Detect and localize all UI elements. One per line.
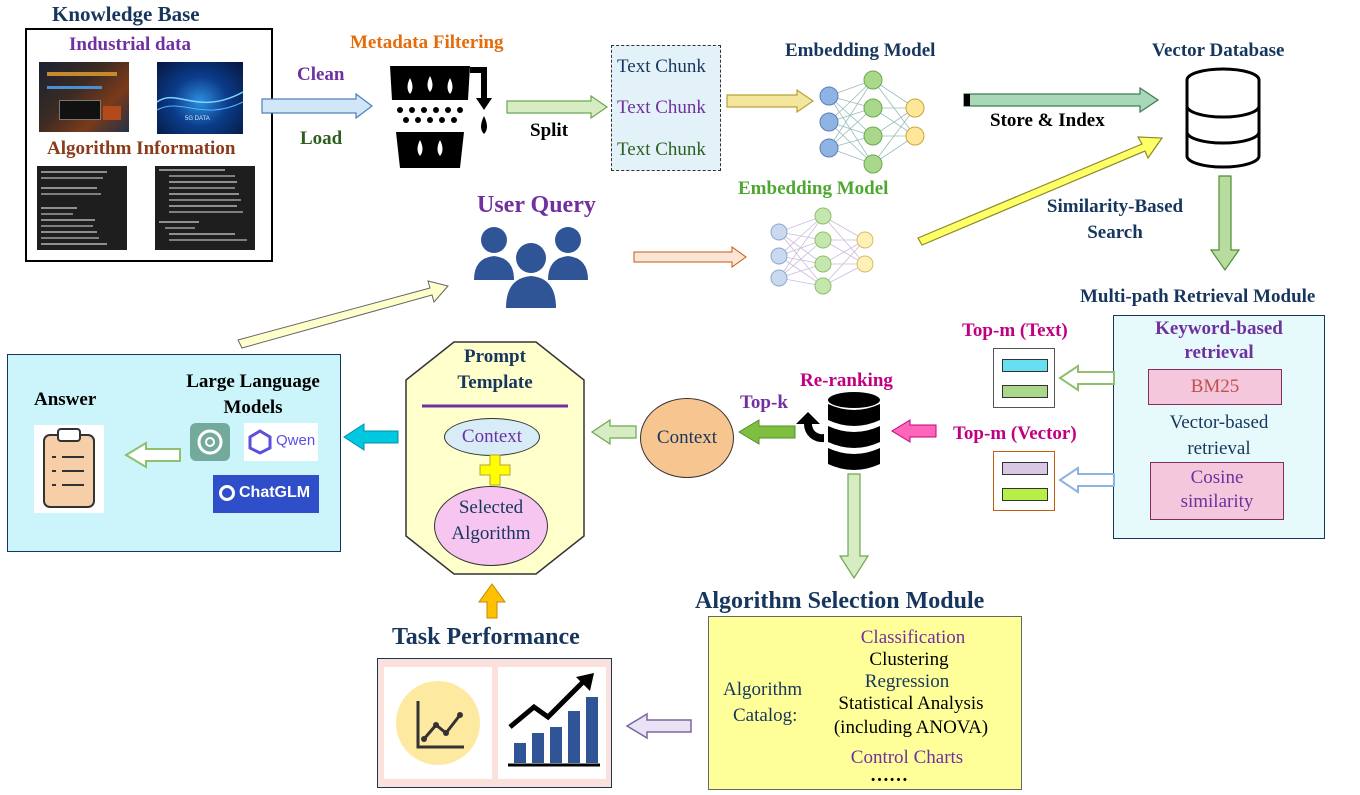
task-up-arrow	[478, 583, 506, 619]
growth-chart-icon	[498, 667, 606, 779]
topk-arrow	[738, 419, 796, 445]
neural-network-mid-icon	[770, 207, 874, 295]
split-label: Split	[530, 120, 569, 141]
vector-retrieval-line1: Vector-based	[1169, 412, 1269, 433]
neural-network-top-icon	[819, 70, 925, 174]
bm25-box: BM25	[1148, 369, 1282, 405]
llm-box: Answer Large Language Models Qwen ChatGL…	[7, 354, 341, 552]
algorithm-selection-title: Algorithm Selection Module	[695, 588, 985, 614]
top-m-text-doc	[993, 348, 1055, 408]
search-down-arrow	[1209, 175, 1241, 272]
filter-icon	[390, 66, 492, 168]
user-query-label: User Query	[477, 192, 596, 218]
catalog-label-line1: Algorithm	[723, 679, 803, 700]
algorithm-information-label: Algorithm Information	[47, 138, 236, 159]
rerank-input-arrow	[891, 419, 937, 443]
plus-icon	[479, 454, 511, 486]
prompt-title-line2: Template	[457, 372, 533, 393]
qwen-label: Qwen	[276, 432, 316, 449]
chunk-embed-arrow	[726, 88, 815, 114]
chatglm-label: ChatGLM	[239, 484, 311, 501]
similarity-search-line1: Similarity-Based	[1046, 196, 1184, 217]
store-index-label: Store & Index	[990, 110, 1105, 131]
multipath-title: Multi-path Retrieval Module	[1080, 286, 1316, 307]
context-ellipse: Context	[640, 398, 734, 478]
load-label: Load	[300, 128, 343, 149]
multipath-box: Keyword-based retrieval BM25 Vector-base…	[1113, 315, 1325, 539]
split-arrow	[506, 94, 609, 120]
prompt-title-line1: Prompt	[464, 346, 526, 367]
cosine-line2: similarity	[1180, 491, 1254, 512]
vector-retrieval-line2: retrieval	[1187, 438, 1251, 459]
clipboard-icon	[34, 425, 104, 513]
text-chunk-box: Text Chunk Text Chunk Text Chunk	[611, 45, 721, 171]
embed-db-diagonal-arrow	[917, 136, 1164, 246]
text-result-arrow	[1058, 364, 1115, 392]
5g-data-image: 5G DATA	[156, 62, 244, 134]
context-prompt-arrow	[590, 418, 637, 446]
top-k-label: Top-k	[740, 392, 788, 413]
cosine-box: Cosine similarity	[1150, 462, 1284, 520]
circuit-board-image	[39, 62, 129, 132]
top-m-text-label: Top-m (Text)	[962, 320, 1068, 341]
text-chunk-1: Text Chunk	[617, 56, 706, 77]
rerank-database-icon	[796, 392, 880, 470]
algorithm-catalog-box: Algorithm Catalog: Classification Cluste…	[708, 616, 1022, 790]
selected-line1: Selected	[458, 497, 524, 518]
text-chunk-3: Text Chunk	[617, 139, 706, 160]
top-m-vector-doc	[993, 451, 1055, 511]
qwen-logo: Qwen	[244, 423, 318, 461]
knowledge-base-box: Industrial data 5G DATA Algorithm Inform…	[25, 28, 273, 262]
clean-label: Clean	[297, 64, 345, 85]
users-icon	[474, 227, 588, 308]
answer-label: Answer	[34, 389, 97, 410]
catalog-item-clustering: Clustering	[869, 649, 949, 670]
industrial-data-label: Industrial data	[69, 34, 191, 55]
embedding-model-mid-label: Embedding Model	[738, 178, 889, 199]
metadata-filtering-label: Metadata Filtering	[350, 32, 504, 53]
code-image-left	[37, 166, 127, 250]
vector-result-arrow	[1058, 466, 1115, 494]
database-icon	[1185, 67, 1261, 169]
knowledge-base-title: Knowledge Base	[52, 2, 200, 26]
chatgpt-icon	[190, 423, 230, 461]
llm-title-line2: Models	[223, 397, 283, 418]
llm-title-line1: Large Language	[186, 371, 320, 392]
similarity-search-line2: Search	[1087, 222, 1143, 243]
store-index-arrow	[963, 86, 1160, 114]
catalog-item-regression: Regression	[864, 671, 950, 692]
catalog-task-arrow	[625, 712, 692, 740]
reranking-label: Re-ranking	[800, 370, 893, 391]
top-m-vector-label: Top-m (Vector)	[953, 423, 1077, 444]
query-embed-arrow	[633, 246, 747, 268]
selected-algorithm-ellipse: Selected Algorithm	[434, 486, 548, 566]
catalog-item-classification: Classification	[860, 627, 966, 648]
embedding-model-top-label: Embedding Model	[785, 40, 936, 61]
chatglm-logo: ChatGLM	[213, 475, 319, 513]
prompt-llm-arrow	[343, 423, 399, 451]
rerank-selection-down-arrow	[838, 473, 870, 580]
cosine-line1: Cosine	[1190, 467, 1244, 488]
catalog-item-anova: (including ANOVA)	[833, 717, 989, 738]
5g-data-caption: 5G DATA	[185, 116, 210, 122]
clean-load-arrow	[261, 92, 373, 120]
catalog-item-statistical: Statistical Analysis	[838, 693, 984, 714]
line-chart-icon	[384, 667, 492, 779]
keyword-retrieval-line2: retrieval	[1184, 342, 1254, 363]
text-chunk-2: Text Chunk	[617, 97, 706, 118]
prompt-context-ellipse: Context	[444, 418, 540, 456]
catalog-label-line2: Catalog:	[733, 705, 798, 726]
llm-query-diagonal-arrow	[237, 280, 449, 349]
code-image-right	[155, 166, 255, 250]
task-performance-label: Task Performance	[392, 624, 580, 650]
selected-line2: Algorithm	[451, 523, 531, 544]
catalog-item-ellipsis: ……	[870, 765, 908, 786]
llm-answer-arrow	[124, 441, 181, 469]
task-performance-box	[377, 658, 612, 788]
catalog-item-control-charts: Control Charts	[850, 747, 964, 768]
keyword-retrieval-line1: Keyword-based	[1155, 318, 1283, 339]
vector-database-label: Vector Database	[1152, 40, 1285, 61]
